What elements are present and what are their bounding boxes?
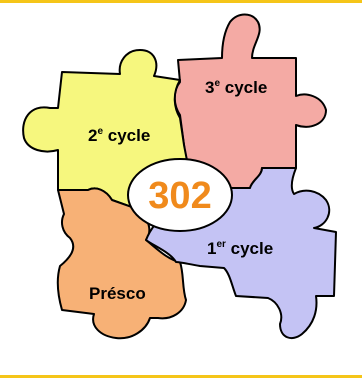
- label-third-cycle: 3e cycle: [205, 78, 268, 97]
- center-badge: [127, 158, 233, 232]
- center-number: 302: [148, 174, 212, 217]
- label-presco: Présco: [89, 284, 146, 303]
- bottom-accent-rule: [0, 375, 362, 378]
- label-second-cycle: 2e cycle: [88, 126, 151, 145]
- label-first-cycle: 1er cycle: [207, 239, 274, 258]
- top-accent-rule: [0, 0, 362, 3]
- piece-presco: [56, 187, 187, 340]
